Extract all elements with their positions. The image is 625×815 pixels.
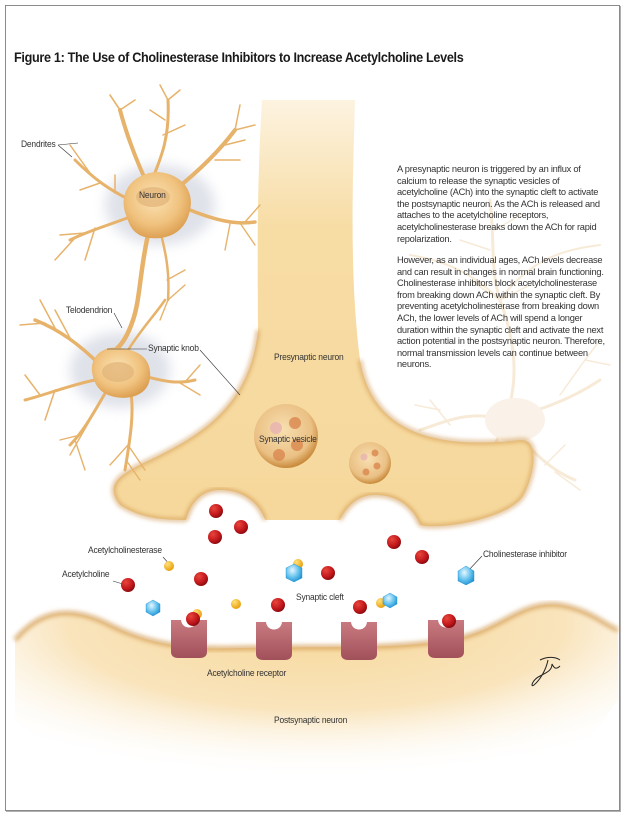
label-presynaptic-neuron: Presynaptic neuron: [274, 352, 344, 362]
postsynaptic-neuron: [13, 601, 619, 810]
label-synaptic-vesicle: Synaptic vesicle: [259, 434, 317, 444]
label-neuron: Neuron: [139, 190, 166, 200]
description-paragraph-1: A presynaptic neuron is triggered by an …: [397, 164, 609, 245]
label-telodendrion: Telodendrion: [66, 305, 113, 315]
background-neuron: [409, 198, 611, 492]
description-text-2: However, as an individual ages, ACh leve…: [397, 255, 605, 370]
label-synaptic-cleft: Synaptic cleft: [296, 592, 344, 602]
label-postsynaptic-neuron: Postsynaptic neuron: [274, 715, 348, 725]
label-acetylcholine: Acetylcholine: [62, 569, 110, 579]
label-synaptic-knob: Synaptic knob: [148, 343, 199, 353]
description-text-1: A presynaptic neuron is triggered by an …: [397, 164, 600, 244]
neuron-top-nucleus: [136, 187, 170, 207]
label-acetylcholinesterase: Acetylcholinesterase: [88, 545, 162, 555]
acetylcholine-receptors: [171, 620, 464, 660]
synaptic-vesicle-small: [349, 442, 391, 484]
presynaptic-neuron: [111, 100, 536, 529]
cholinesterase-inhibitor-molecules: [145, 563, 475, 617]
figure-title: Figure 1: The Use of Cholinesterase Inhi…: [14, 50, 464, 65]
acetylcholine-molecules: [121, 504, 456, 628]
neuron-bottom-nucleus: [102, 362, 134, 382]
artist-signature: [531, 656, 561, 687]
label-acetylcholine-receptor: Acetylcholine receptor: [207, 668, 287, 678]
description-paragraph-2: However, as an individual ages, ACh leve…: [397, 255, 609, 371]
label-cholinesterase-inhibitor: Cholinesterase inhibitor: [483, 549, 567, 559]
synaptic-vesicle-large: [254, 404, 318, 468]
label-dendrites: Dendrites: [21, 139, 56, 149]
